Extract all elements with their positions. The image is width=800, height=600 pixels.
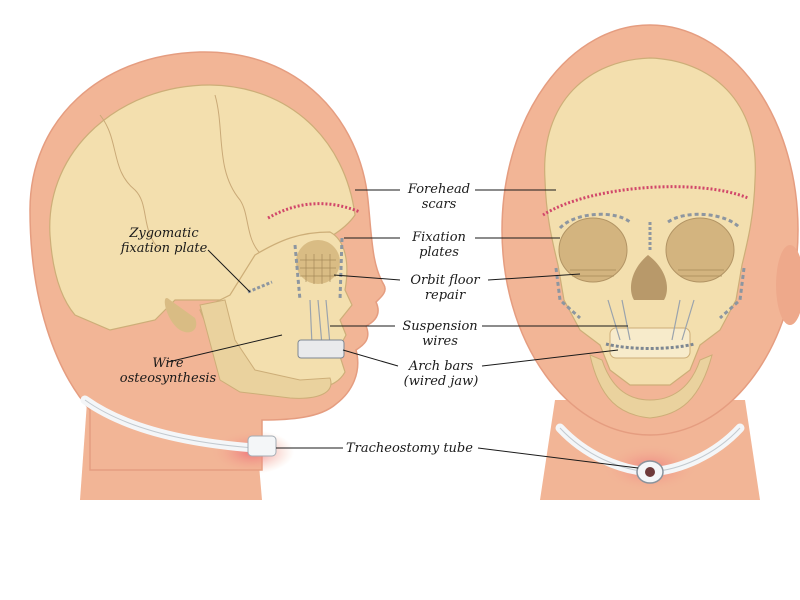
label-zygomatic-fixation-plate: Zygomatic fixation plate [112,226,216,256]
side-trach-tube [248,436,276,456]
label-fixation-plates-line1: Fixation [402,230,476,245]
front-orbit-left [559,218,627,282]
label-tracheostomy-tube: Tracheostomy tube [346,441,473,456]
label-wire-osteosynthesis-line1: Wire [118,356,218,371]
label-suspension-wires: Suspension wires [396,319,484,349]
label-wire-osteosynthesis: Wire osteosynthesis [118,356,218,386]
label-wire-osteosynthesis-line2: osteosynthesis [118,371,218,386]
label-orbit-floor-repair-line2: repair [400,288,490,303]
side-orbit [296,240,340,284]
label-orbit-floor-repair-line1: Orbit floor [400,273,490,288]
front-teeth [610,328,690,358]
label-forehead-scars: Forehead scars [402,182,476,212]
side-view-head [30,52,385,500]
label-orbit-floor-repair: Orbit floor repair [400,273,490,303]
front-orbit-right [666,218,734,282]
label-zygomatic-line2: fixation plate [112,241,216,256]
label-zygomatic-line1: Zygomatic [112,226,216,241]
label-arch-bars-line2: (wired jaw) [398,374,484,389]
label-forehead-scars-line2: scars [402,197,476,212]
label-forehead-scars-line1: Forehead [402,182,476,197]
side-arch-bar [298,340,344,358]
label-fixation-plates: Fixation plates [402,230,476,260]
label-arch-bars-line1: Arch bars [398,359,484,374]
label-fixation-plates-line2: plates [402,245,476,260]
label-suspension-wires-line2: wires [396,334,484,349]
label-suspension-wires-line1: Suspension [396,319,484,334]
label-tracheostomy-tube-text: Tracheostomy tube [346,441,473,456]
label-arch-bars: Arch bars (wired jaw) [398,359,484,389]
front-view-head [502,25,800,500]
front-trach-opening [645,467,655,477]
